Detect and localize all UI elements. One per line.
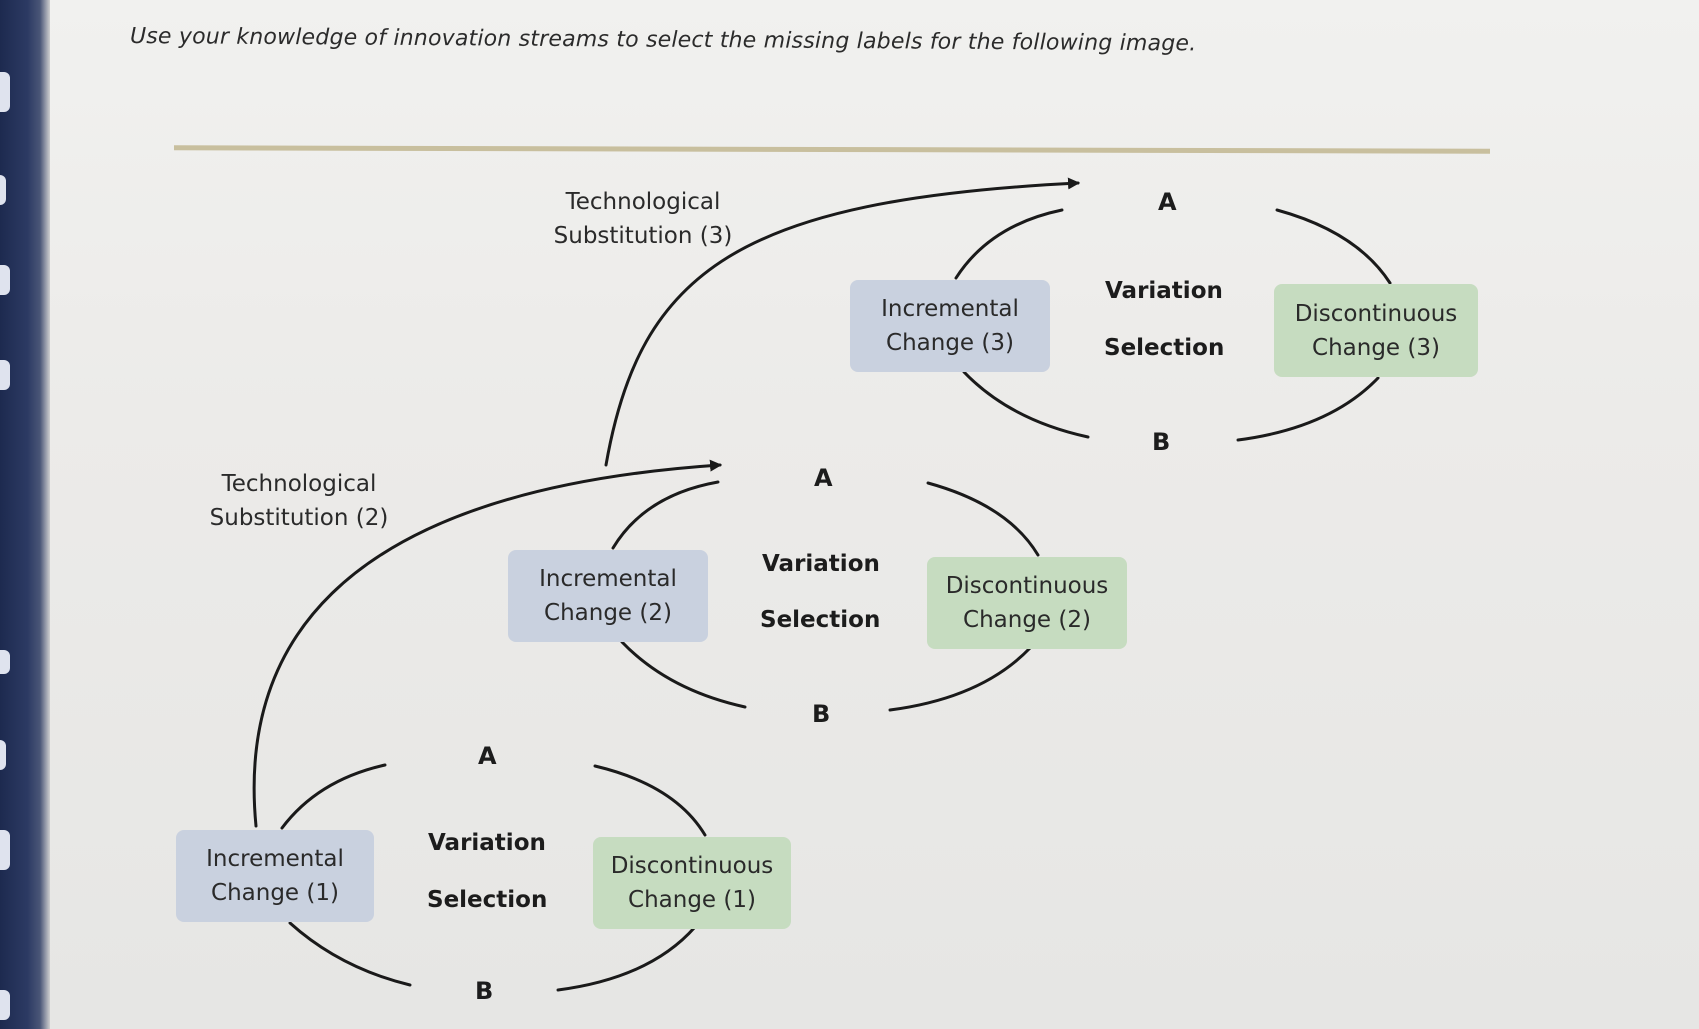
blank-a-stage-3[interactable]: A <box>1158 188 1177 216</box>
blank-b-stage-2[interactable]: B <box>812 700 831 728</box>
stage-2-selection-arc-left <box>620 640 747 709</box>
box-line: Incremental <box>539 566 677 592</box>
box-line: Discontinuous <box>945 573 1109 599</box>
box-line: Discontinuous <box>610 853 774 879</box>
label-line: Technological <box>565 189 721 215</box>
edge-tab <box>0 650 10 674</box>
edge-tab <box>0 830 10 870</box>
edge-tab <box>0 360 10 390</box>
box-line: Incremental <box>206 846 344 872</box>
selection-label-stage-2: Selection <box>760 607 881 633</box>
edge-tab <box>0 740 6 770</box>
stage-2-selection-arc-right <box>888 646 1032 712</box>
label-line: Technological <box>221 471 377 497</box>
stage-3-selection-arc-left <box>962 370 1090 439</box>
stage-3-variation-arc-right <box>1275 208 1392 285</box>
stage-2-variation-arc <box>611 480 720 550</box>
stage-3-selection-arc-right <box>1236 376 1380 442</box>
box-line: Change (3) <box>886 330 1014 356</box>
label-line: Substitution (2) <box>209 505 389 531</box>
box-line: Change (2) <box>544 600 672 626</box>
edge-tab <box>0 265 10 295</box>
box-line: Change (1) <box>628 887 756 913</box>
selection-label-stage-1: Selection <box>427 887 548 913</box>
stage-2-variation-arc-right <box>926 481 1040 557</box>
blank-b-stage-3[interactable]: B <box>1152 428 1171 456</box>
box-line: Discontinuous <box>1294 300 1458 327</box>
label-line: Substitution (3) <box>553 223 733 249</box>
box-line: Change (2) <box>963 607 1091 633</box>
incremental-change-1-box: Incremental Change (1) <box>176 830 374 922</box>
discontinuous-change-3-box: Discontinuous Change (3) <box>1274 284 1478 377</box>
stage-1-variation-arc-right <box>593 764 707 837</box>
stage-1-selection-arc-right <box>556 925 697 992</box>
variation-label-stage-1: Variation <box>428 830 546 856</box>
edge-tab <box>0 175 6 205</box>
blank-a-stage-1[interactable]: A <box>478 742 497 770</box>
substitution-2-arrow <box>252 459 722 828</box>
variation-label-stage-2: Variation <box>762 551 880 577</box>
blank-b-stage-1[interactable]: B <box>475 977 494 1005</box>
stage-1-variation-arc <box>280 763 387 830</box>
technological-substitution-2-label: Technological Substitution (2) <box>194 467 404 535</box>
edge-tab <box>0 990 10 1020</box>
blank-a-stage-2[interactable]: A <box>814 464 833 492</box>
incremental-change-2-box: Incremental Change (2) <box>508 550 708 642</box>
box-line: Incremental <box>881 296 1019 322</box>
discontinuous-change-1-box: Discontinuous Change (1) <box>593 837 791 929</box>
substitution-3-arrow <box>604 177 1080 467</box>
variation-label-stage-3: Variation <box>1105 278 1223 304</box>
incremental-change-3-box: Incremental Change (3) <box>850 280 1050 372</box>
left-window-edge <box>0 0 50 1029</box>
edge-tab <box>0 72 10 112</box>
stage-1-selection-arc-left <box>288 921 412 987</box>
stage-3-variation-arc <box>954 208 1064 280</box>
box-line: Change (3) <box>1312 334 1440 361</box>
discontinuous-change-2-box: Discontinuous Change (2) <box>927 557 1127 649</box>
technological-substitution-3-label: Technological Substitution (3) <box>538 185 748 253</box>
selection-label-stage-3: Selection <box>1104 335 1225 361</box>
box-line: Change (1) <box>211 880 339 906</box>
